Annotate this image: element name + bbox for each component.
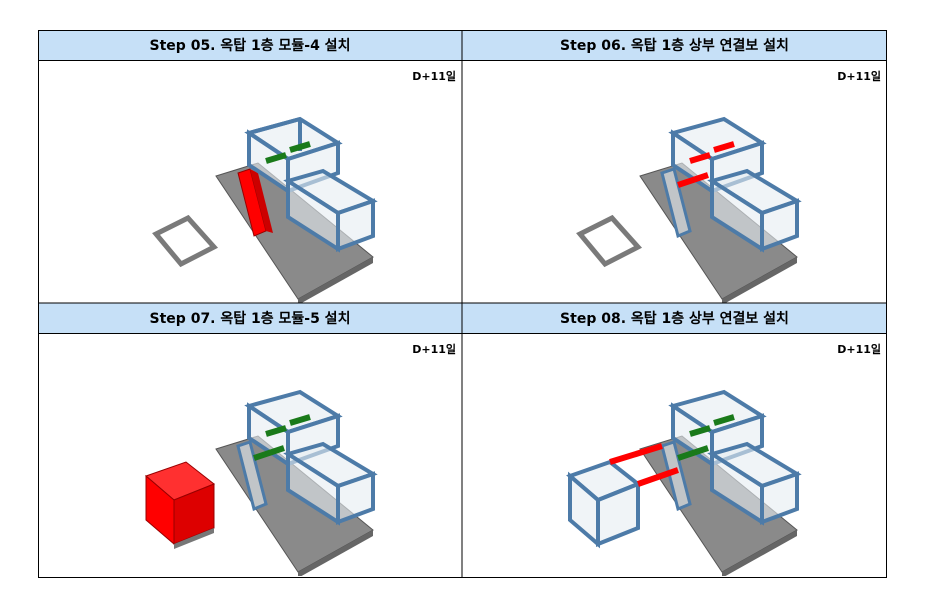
loose-frame: [152, 214, 219, 268]
step-07-title: Step 07. 옥탑 1층 모듈-5 설치: [38, 303, 462, 334]
step-panel-07: Step 07. 옥탑 1층 모듈-5 설치 D+11일: [38, 303, 462, 578]
step-08-illustration: D+11일: [462, 334, 887, 578]
step-07-3d-model: [145, 389, 378, 576]
step-panel-06: Step 06. 옥탑 1층 상부 연결보 설치 D+11일: [462, 30, 887, 303]
step-07-illustration: D+11일: [38, 334, 462, 578]
step-05-3d-model: [152, 116, 378, 303]
step-06-title: Step 06. 옥탑 1층 상부 연결보 설치: [462, 30, 887, 61]
step-05-title: Step 05. 옥탑 1층 모듈-4 설치: [38, 30, 462, 61]
step-panel-05: Step 05. 옥탑 1층 모듈-4 설치 D+11일: [38, 30, 462, 303]
step-06-illustration: D+11일: [462, 61, 887, 303]
construction-step-grid: Step 05. 옥탑 1층 모듈-4 설치 D+11일: [38, 30, 887, 578]
step-08-3d-model: [566, 389, 802, 576]
step-05-illustration: D+11일: [38, 61, 462, 303]
loose-frame: [576, 214, 643, 268]
step-panel-08: Step 08. 옥탑 1층 상부 연결보 설치 D+11일: [462, 303, 887, 578]
step-06-3d-model: [576, 116, 802, 303]
new-module-5: [145, 461, 215, 546]
step-08-title: Step 08. 옥탑 1층 상부 연결보 설치: [462, 303, 887, 334]
module-5: [566, 459, 642, 549]
